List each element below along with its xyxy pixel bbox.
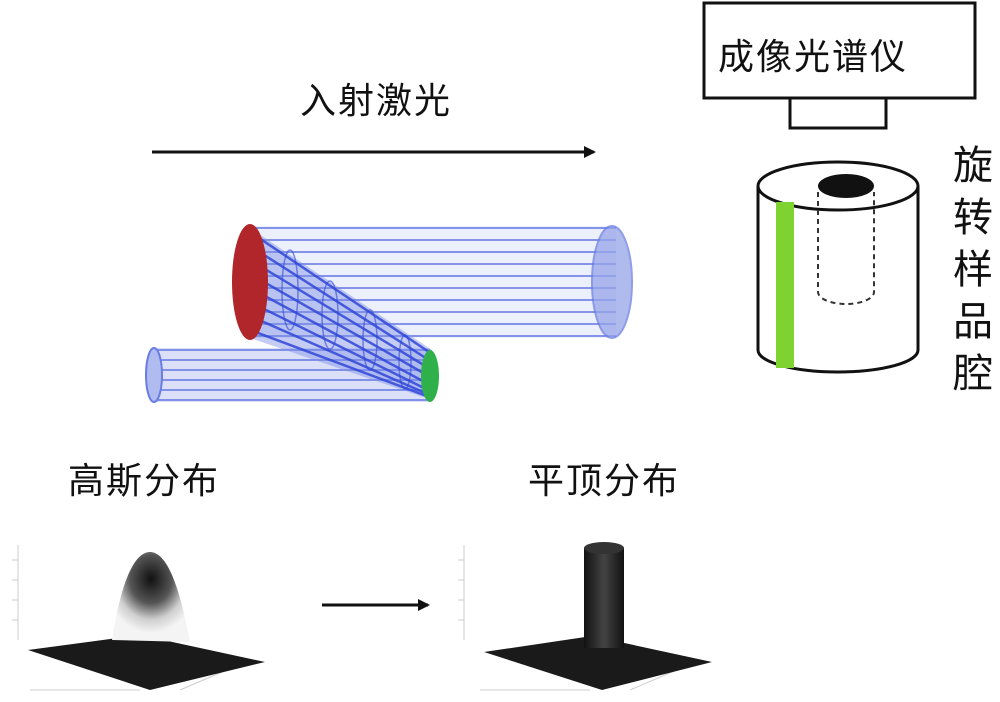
flattop-profile-plot: [458, 542, 712, 691]
cavity-label-char: 旋: [953, 143, 993, 189]
imaging-spectrometer-label: 成像光谱仪: [718, 37, 909, 78]
gaussian-distribution-label: 高斯分布: [68, 461, 221, 502]
imaging-spectrometer: [702, 1, 977, 130]
rotating-sample-cavity: [756, 160, 920, 374]
output-face: [421, 350, 439, 402]
sample-stripe: [776, 202, 794, 368]
diagonal-beam: [249, 228, 433, 400]
beam-shaper-cylinders: [145, 224, 633, 403]
cavity-label-char: 转: [953, 195, 993, 241]
input-face: [232, 224, 268, 340]
incident-laser-label: 入射激光: [300, 81, 453, 122]
rotating-sample-cavity-label: 旋 转 样 品 腔: [948, 140, 998, 400]
gaussian-profile-plot: [12, 545, 265, 691]
cavity-label-char: 品: [953, 299, 993, 345]
cavity-label-char: 样: [953, 247, 993, 293]
cavity-label-char: 腔: [953, 351, 993, 397]
flattop-distribution-label: 平顶分布: [528, 461, 681, 502]
upper-cylinder: [248, 225, 633, 339]
